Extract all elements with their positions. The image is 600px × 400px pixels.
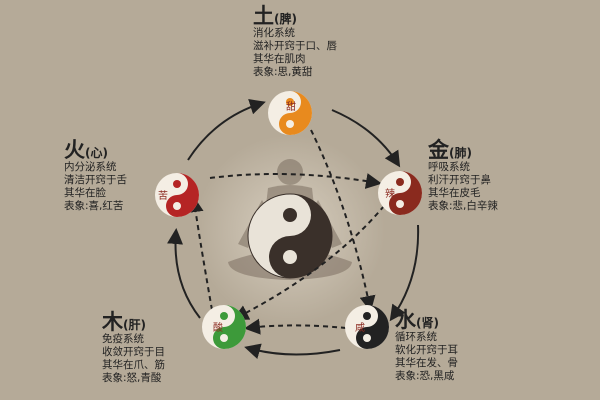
metal-line: 表象:悲,白辛辣 — [428, 200, 498, 212]
earth-line: 滋补开窍于口、唇 — [253, 40, 337, 52]
water-heading: 水(肾) — [395, 310, 458, 331]
earth-organ: (脾) — [274, 12, 297, 26]
water-line: 表象:恐,黑咸 — [395, 370, 455, 382]
fire-heading: 火(心) — [64, 140, 127, 161]
wood-yin-yang-icon — [202, 305, 246, 349]
wood-line: 其华在爪、筋 — [102, 359, 165, 371]
water-line: 软化开窍于耳 — [395, 344, 458, 356]
water-line: 其华在发、骨 — [395, 357, 458, 369]
earth-yin-yang-icon — [268, 91, 312, 135]
wood-info: 木(肝) 免疫系统 收敛开窍于目 其华在爪、筋 表象:怒,青酸 — [102, 312, 165, 385]
earth-heading: 土(脾) — [253, 6, 337, 27]
wood-heading: 木(肝) — [102, 312, 165, 333]
wood-char: 木 — [102, 310, 123, 334]
wood-line: 免疫系统 — [102, 333, 144, 345]
fire-line: 内分泌系统 — [64, 161, 117, 173]
fire-line: 表象:喜,红苦 — [64, 200, 124, 212]
earth-line: 消化系统 — [253, 27, 295, 39]
metal-yin-yang-icon — [378, 171, 422, 215]
wood-organ: (肝) — [123, 318, 146, 332]
metal-info: 金(肺) 呼吸系统 利汗开窍于鼻 其华在皮毛 表象:悲,白辛辣 — [428, 140, 498, 213]
earth-char: 土 — [253, 4, 274, 28]
water-char: 水 — [395, 308, 416, 332]
fire-taste-label: 苦 — [158, 189, 168, 202]
metal-heading: 金(肺) — [428, 140, 498, 161]
earth-line: 其华在肌肉 — [253, 53, 306, 65]
water-line: 循环系统 — [395, 331, 437, 343]
earth-info: 土(脾) 消化系统 滋补开窍于口、唇 其华在肌肉 表象:思,黄甜 — [253, 6, 337, 79]
water-taste-label: 咸 — [355, 322, 365, 334]
metal-line: 利汗开窍于鼻 — [428, 174, 491, 186]
water-info: 水(肾) 循环系统 软化开窍于耳 其华在发、骨 表象:恐,黑咸 — [395, 310, 458, 383]
metal-line: 呼吸系统 — [428, 161, 470, 173]
wood-taste-label: 酸 — [213, 321, 223, 334]
fire-char: 火 — [64, 138, 85, 162]
fire-info: 火(心) 内分泌系统 清洁开窍于舌 其华在脸 表象:喜,红苦 — [64, 140, 127, 213]
water-yin-yang-icon — [345, 305, 389, 349]
fire-line: 其华在脸 — [64, 187, 106, 199]
metal-taste-label: 辣 — [385, 187, 395, 200]
metal-char: 金 — [428, 138, 449, 162]
metal-organ: (肺) — [449, 146, 472, 160]
water-organ: (肾) — [416, 316, 439, 330]
fire-organ: (心) — [85, 146, 108, 160]
wood-line: 表象:怒,青酸 — [102, 372, 162, 384]
metal-line: 其华在皮毛 — [428, 187, 481, 199]
earth-taste-label: 甜 — [286, 100, 296, 113]
generating-cycle-arrows — [167, 99, 420, 359]
earth-line: 表象:思,黄甜 — [253, 66, 313, 78]
wood-line: 收敛开窍于目 — [102, 346, 165, 358]
fire-line: 清洁开窍于舌 — [64, 174, 127, 186]
central-yin-yang-icon — [247, 193, 333, 279]
fire-yin-yang-icon — [155, 173, 199, 217]
